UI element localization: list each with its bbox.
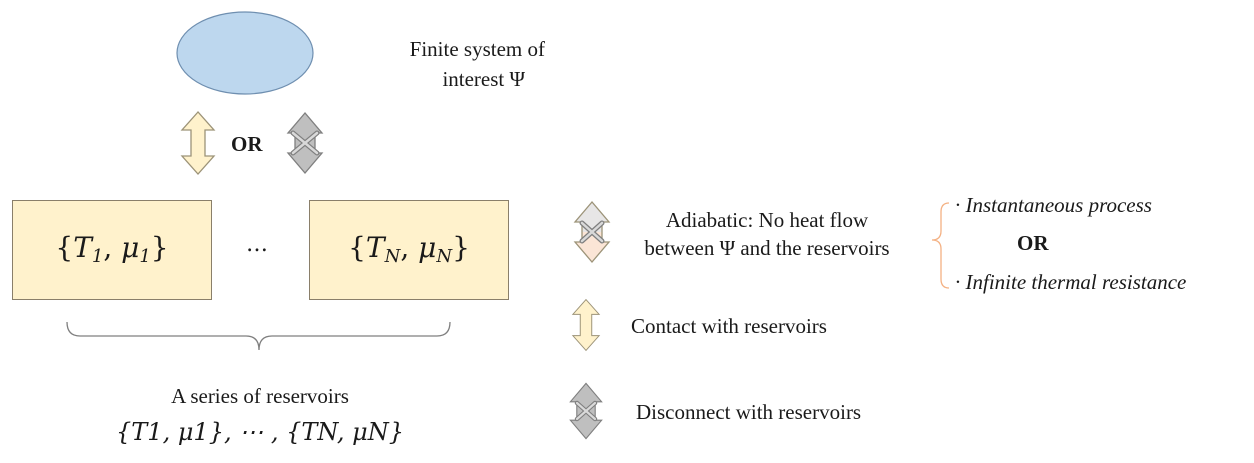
reservoir-1-label: {T1, μ1} xyxy=(55,231,169,267)
legend-adiabatic: Adiabatic: No heat flow between Ψ and th… xyxy=(617,207,917,262)
system-ellipse xyxy=(176,11,314,95)
reservoir-1-mu-sub: 1 xyxy=(139,246,151,267)
series-label: A series of reservoirs xyxy=(171,384,349,408)
contact-arrow-icon xyxy=(181,111,215,175)
reservoir-N-label: {TN, μN} xyxy=(348,231,470,267)
reservoir-N-mu-sub: N xyxy=(436,246,453,267)
reservoir-N-T: T xyxy=(365,231,385,264)
system-label: Finite system of interest Ψ xyxy=(340,36,545,93)
adiabatic-arrow-icon xyxy=(574,201,610,263)
reservoir-N-box: {TN, μN} xyxy=(309,200,509,300)
reservoir-N-mu: μ xyxy=(418,231,437,264)
reservoir-1-T: T xyxy=(73,231,92,264)
condition-or-label: OR xyxy=(1017,231,1049,255)
reservoir-1-mu: μ xyxy=(121,231,140,264)
reservoir-ellipsis: … xyxy=(246,232,268,257)
reservoir-N-T-sub: N xyxy=(384,246,401,267)
legend-adiabatic-line1: Adiabatic: No heat flow xyxy=(665,208,869,232)
disconnect-arrow-icon xyxy=(287,112,323,174)
condition-instantaneous: · Instantaneous process xyxy=(955,193,1152,217)
contact-legend-icon xyxy=(572,299,600,351)
system-label-line2: interest Ψ xyxy=(442,67,525,92)
legend-adiabatic-line2: between Ψ and the reservoirs xyxy=(644,236,890,261)
disconnect-legend-icon xyxy=(569,382,603,440)
condition-infinite-resistance: · Infinite thermal resistance xyxy=(955,270,1187,294)
reservoir-1-box: {T1, μ1} xyxy=(12,200,212,300)
legend-contact: Contact with reservoirs xyxy=(631,314,827,338)
or-label: OR xyxy=(231,132,263,156)
system-label-line1: Finite system of xyxy=(409,37,545,61)
series-underbrace xyxy=(66,321,451,351)
conditions-brace xyxy=(931,202,950,289)
reservoir-1-T-sub: 1 xyxy=(91,246,104,267)
series-set: {T1, μ1}, ⋯ , {TN, μN} xyxy=(116,418,404,446)
legend-disconnect: Disconnect with reservoirs xyxy=(636,400,862,424)
